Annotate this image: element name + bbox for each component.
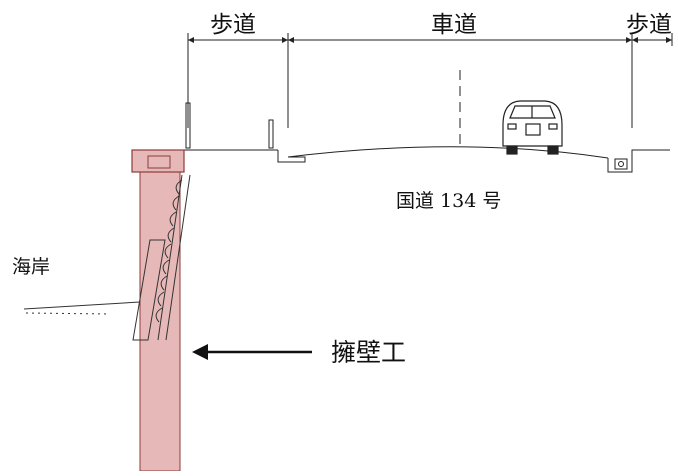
shoreline — [23, 301, 141, 315]
route-label: 国道 134 号 — [396, 190, 502, 212]
retaining-wall-label: 擁壁工 — [331, 338, 407, 367]
roadway-label: 車道 — [431, 12, 477, 38]
dimension-line — [187, 33, 673, 128]
coast-label: 海岸 — [12, 256, 51, 278]
arrow-left-icon — [192, 344, 312, 360]
sidewalk-left-label: 歩道 — [210, 12, 256, 38]
retaining-wall — [131, 149, 185, 472]
railing-posts — [185, 102, 274, 149]
sidewalk-right-label: 歩道 — [626, 12, 672, 38]
road-surface — [180, 146, 670, 173]
existing-seawall — [132, 174, 191, 341]
car-icon — [502, 100, 563, 155]
